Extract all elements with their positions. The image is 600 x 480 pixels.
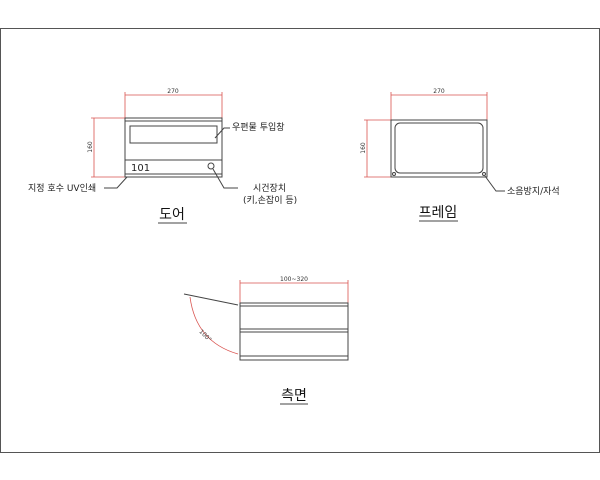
magnet-icon [392,172,396,176]
angle-label: 100° [197,328,212,343]
unit-number: 101 [131,163,150,174]
mail-slot [129,125,218,144]
print-label: 지정 호수 UV인쇄 [28,183,96,194]
magnet-label: 소음방지/자석 [507,186,560,197]
lock-icon [207,162,215,170]
door-height-text: 160 [87,141,94,153]
frame-title: 프레임 [419,205,458,221]
magnet-icon [482,172,486,176]
door-outline [124,117,223,178]
door-title: 도어 [159,207,185,223]
open-door-flap [183,293,239,306]
side-view: 100~320 100° 측면 [183,276,349,405]
side-depth-text: 100~320 [280,276,308,283]
lock-label: 시건장치 [253,182,286,194]
opening-angle-arc [189,296,239,355]
frame-outline [390,119,488,178]
door-width-text: 270 [167,88,179,95]
door-view: 270 160 101 우편물 투입창 시건장치 (키,손잡이 등) 지정 호수… [28,88,297,224]
frame-inner [394,122,484,174]
frame-width-text: 270 [433,88,445,95]
frame-view: 270 160 소음방지/자석 프레임 [360,88,560,222]
slot-label: 우편물 투입창 [232,121,285,133]
lock-label-note: (키,손잡이 등) [243,194,297,206]
frame-height-text: 160 [360,142,367,154]
side-title: 측면 [281,388,307,404]
